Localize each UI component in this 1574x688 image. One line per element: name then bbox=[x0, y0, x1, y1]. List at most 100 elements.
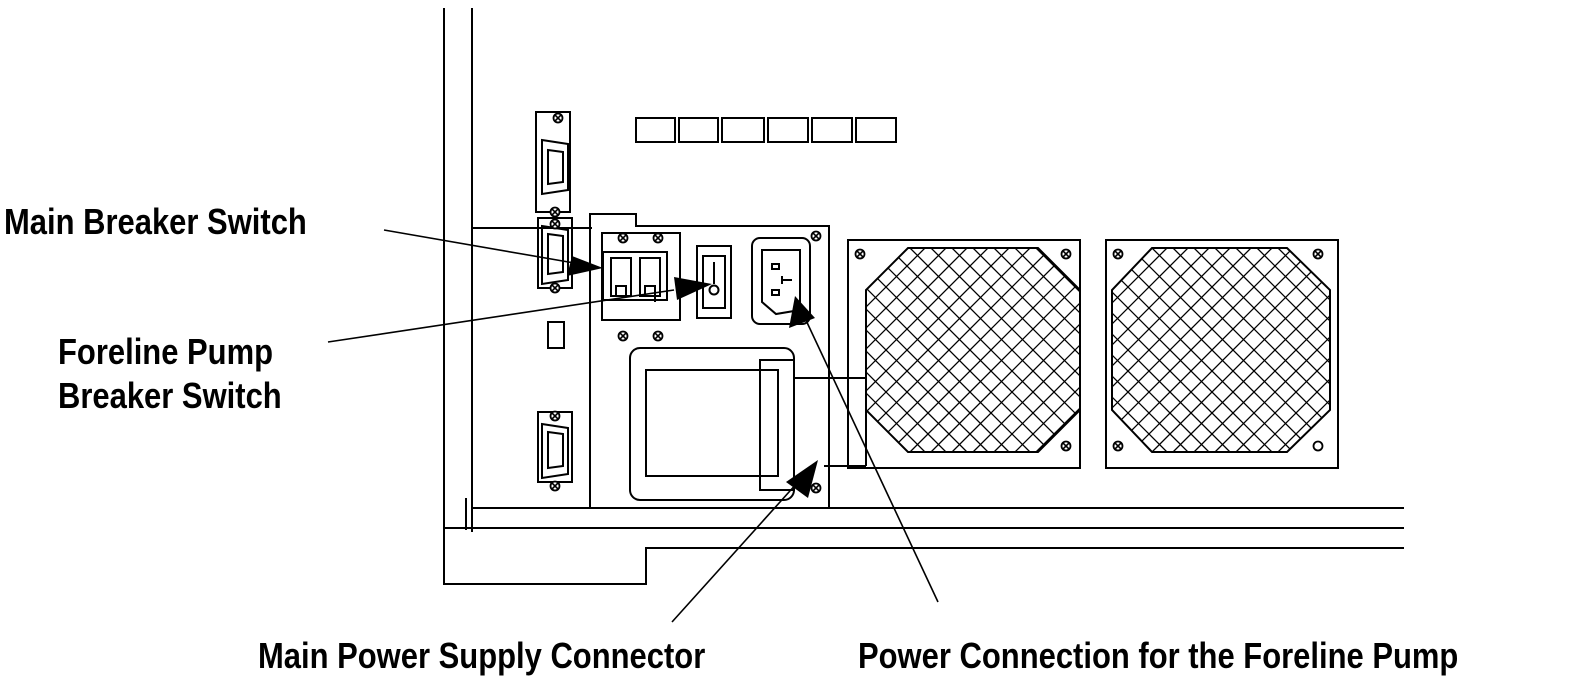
grille-wire bbox=[879, 248, 1083, 452]
grille-wire bbox=[1256, 248, 1330, 452]
screw-icon bbox=[549, 112, 1324, 494]
grille-wire bbox=[1120, 248, 1324, 452]
leader-arrowheads bbox=[567, 256, 818, 498]
grille-wire bbox=[553, 248, 757, 452]
grille-wire bbox=[1530, 248, 1574, 452]
grille-wire bbox=[1014, 248, 1080, 452]
grille-wire bbox=[1035, 248, 1080, 452]
grille-wire bbox=[1035, 248, 1080, 452]
grille-wire bbox=[1120, 248, 1324, 452]
grille-wire bbox=[1277, 248, 1330, 452]
grille-wire bbox=[866, 248, 926, 452]
grille-wire bbox=[753, 248, 957, 452]
grille-wire bbox=[972, 248, 1080, 452]
grille-wire bbox=[795, 248, 999, 452]
grille-wire bbox=[1204, 248, 1408, 452]
grille-wire bbox=[1099, 248, 1303, 452]
grille-wire bbox=[1112, 248, 1315, 452]
grille-wire bbox=[1267, 248, 1471, 452]
grille-wire bbox=[1099, 248, 1303, 452]
grille-wire bbox=[816, 248, 1020, 452]
grille-wire bbox=[1383, 248, 1574, 452]
grille-wire bbox=[866, 248, 926, 452]
grille-wire bbox=[1277, 248, 1330, 452]
status-indicator-windows bbox=[635, 117, 897, 143]
main-breaker-switch[interactable] bbox=[602, 251, 668, 302]
grille-wire bbox=[1446, 248, 1574, 452]
leader-lines bbox=[327, 229, 939, 623]
grille-wire bbox=[1214, 248, 1330, 452]
grille-wire bbox=[888, 248, 1080, 452]
grille-wire bbox=[1112, 248, 1126, 452]
grille-wire bbox=[837, 248, 1041, 452]
grille-wire bbox=[993, 248, 1080, 452]
grille-wire bbox=[1112, 248, 1168, 452]
callout-foreline-pump-breaker-switch: Foreline Pump Breaker Switch bbox=[58, 330, 282, 418]
grille-wire bbox=[1056, 248, 1080, 452]
grille-wire bbox=[690, 248, 894, 452]
grille-wire bbox=[1246, 248, 1450, 452]
grille-wire bbox=[1077, 248, 1080, 452]
grille-wire bbox=[1404, 248, 1574, 452]
grille-wire bbox=[1235, 248, 1330, 452]
grille-wire bbox=[1112, 248, 1231, 452]
grille-wire bbox=[1446, 248, 1574, 452]
grille-wire bbox=[490, 248, 694, 452]
grille-wire bbox=[1112, 248, 1210, 452]
grille-wire bbox=[1488, 248, 1574, 452]
grille-wire bbox=[837, 248, 1041, 452]
grille-wire bbox=[490, 248, 694, 452]
grille-wire bbox=[816, 248, 1020, 452]
grille-wire bbox=[1112, 248, 1147, 452]
callout-main-power-text: Main Power Supply Connector bbox=[258, 635, 706, 676]
grille-wire bbox=[1362, 248, 1566, 452]
grille-wire bbox=[1112, 248, 1273, 452]
grille-wire bbox=[1425, 248, 1574, 452]
grille-wire bbox=[866, 248, 1010, 452]
grille-wire bbox=[866, 248, 947, 452]
fan-grille-icon bbox=[448, 239, 1471, 469]
grille-wire bbox=[1256, 248, 1330, 452]
grille-wire bbox=[1141, 248, 1345, 452]
grille-wire bbox=[1341, 248, 1545, 452]
main-power-supply-connector[interactable] bbox=[629, 347, 867, 501]
grille-wire bbox=[1183, 248, 1387, 452]
grille-wire bbox=[1112, 248, 1252, 452]
grille-wire bbox=[1383, 248, 1574, 452]
grille-wire bbox=[1362, 248, 1566, 452]
grille-wire bbox=[1193, 248, 1330, 452]
grille-wire bbox=[1112, 248, 1126, 452]
callout-foreline-line2: Breaker Switch bbox=[58, 375, 282, 416]
grille-wire bbox=[711, 248, 915, 452]
grille-wire bbox=[858, 248, 1062, 452]
grille-wire bbox=[866, 248, 989, 452]
callout-power-connection-text: Power Connection for the Foreline Pump bbox=[858, 635, 1459, 676]
grille-wire bbox=[1235, 248, 1330, 452]
grille-wire bbox=[1530, 248, 1574, 452]
grille-wire bbox=[900, 248, 1104, 452]
grille-wire bbox=[1425, 248, 1574, 452]
grille-wire bbox=[1225, 248, 1429, 452]
grille-wire bbox=[930, 248, 1080, 452]
callout-foreline-line1: Foreline Pump bbox=[58, 331, 274, 372]
grille-wire bbox=[1246, 248, 1450, 452]
grille-wire bbox=[909, 248, 1080, 452]
grille-wire bbox=[1077, 248, 1080, 452]
grille-wire bbox=[866, 248, 1052, 452]
grille-wire bbox=[448, 248, 652, 452]
grille-wire bbox=[1112, 248, 1189, 452]
grille-wire bbox=[858, 248, 1062, 452]
iec-power-socket-icon[interactable] bbox=[751, 237, 811, 325]
grille-wire bbox=[951, 248, 1080, 452]
grille-wire bbox=[1112, 248, 1294, 452]
grille-wire bbox=[1162, 248, 1366, 452]
grille-wire bbox=[867, 248, 1073, 452]
foreline-pump-breaker-switch[interactable] bbox=[696, 245, 732, 319]
callout-power-connection-foreline-pump: Power Connection for the Foreline Pump bbox=[858, 634, 1458, 678]
grille-wire bbox=[1162, 248, 1366, 452]
grille-wire bbox=[1183, 248, 1387, 452]
grille-wire bbox=[866, 248, 947, 452]
grille-wire bbox=[900, 248, 1104, 452]
fan-grille-icon bbox=[690, 239, 1574, 469]
